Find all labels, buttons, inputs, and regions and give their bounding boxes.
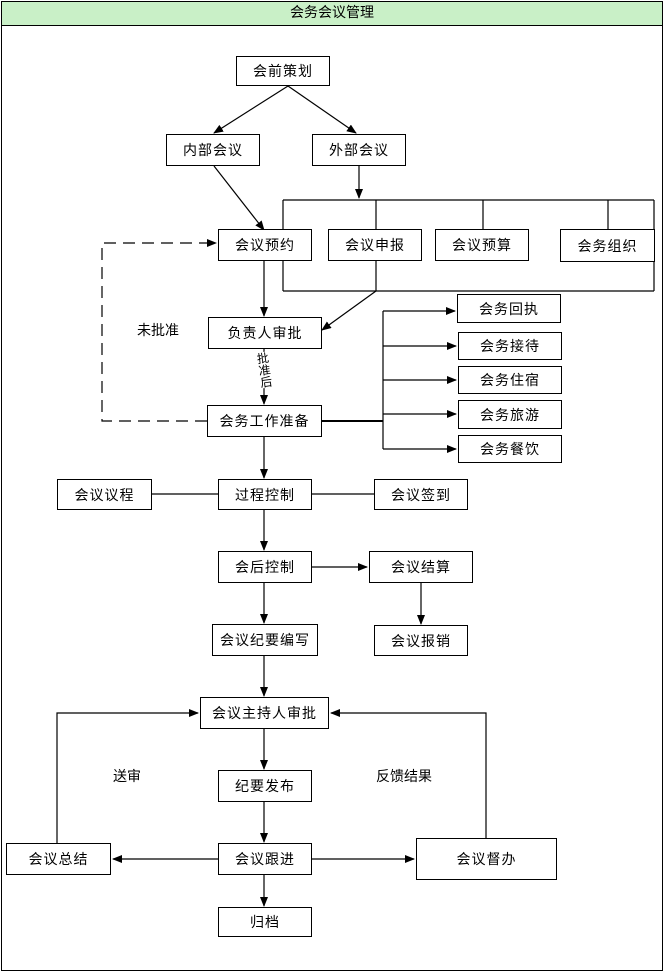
node-meeting-booking: 会议预约 [218,229,312,261]
node-external-meeting: 外部会议 [312,134,406,166]
node-summary: 会议总结 [6,843,111,875]
node-internal-meeting: 内部会议 [166,134,260,166]
node-host-approval: 会议主持人审批 [200,697,329,729]
label-feedback-result: 反馈结果 [376,769,432,785]
node-leader-approval: 负责人审批 [208,317,322,349]
node-post-control: 会后控制 [218,551,312,583]
node-archive: 归档 [218,907,312,937]
label-submit-review: 送审 [113,769,141,785]
label-not-approved: 未批准 [137,323,179,339]
node-affairs-org: 会务组织 [560,229,655,262]
node-agenda: 会议议程 [57,479,152,510]
node-minutes-writing: 会议纪要编写 [212,624,318,656]
node-sign-in: 会议签到 [374,479,468,510]
node-tourism: 会务旅游 [458,400,562,429]
node-lodging: 会务住宿 [458,366,562,394]
node-reimbursement: 会议报销 [374,625,468,656]
node-pre-planning: 会前策划 [236,56,330,86]
node-receipt: 会务回执 [457,294,561,323]
node-affairs-prep: 会务工作准备 [207,405,322,437]
node-follow-up: 会议跟进 [218,843,312,875]
node-catering: 会务餐饮 [458,435,562,463]
node-meeting-budget: 会议预算 [435,229,529,261]
node-reception: 会务接待 [458,332,562,360]
node-settlement: 会议结算 [369,551,473,583]
node-process-control: 过程控制 [218,479,312,510]
diagram-title: 会务会议管理 [1,1,663,26]
node-meeting-report: 会议申报 [328,229,422,261]
node-minutes-release: 纪要发布 [218,770,312,802]
node-supervision: 会议督办 [416,838,557,880]
